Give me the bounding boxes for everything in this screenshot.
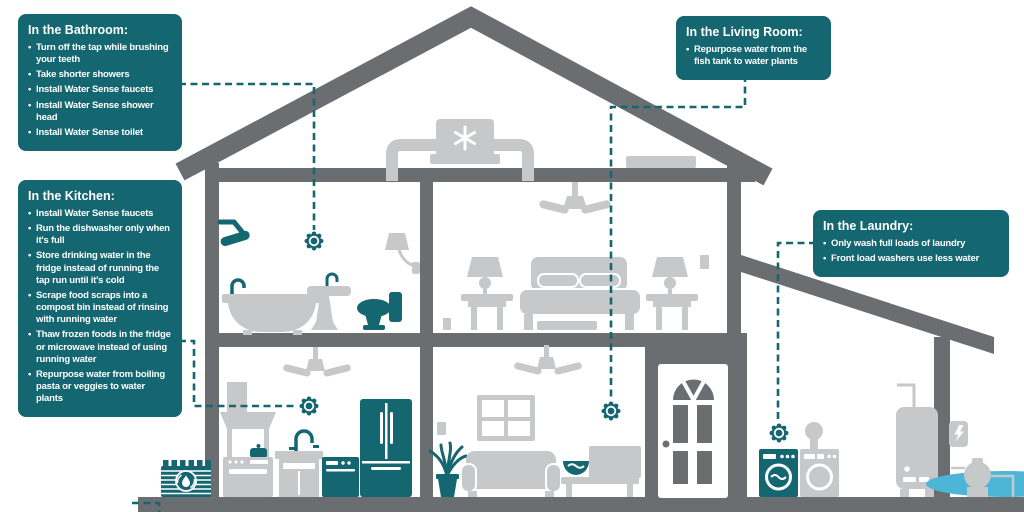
dishwasher <box>322 457 359 497</box>
tub-faucet <box>230 278 246 294</box>
second-floor-slab <box>205 333 747 347</box>
callout-living-room-title: In the Living Room: <box>686 25 803 39</box>
living-ceiling-fan <box>514 345 582 375</box>
top-load-washer <box>800 422 839 497</box>
tip-item: Store drinking water in the fridge inste… <box>28 250 172 286</box>
toilet <box>357 292 402 330</box>
tip-item: Take shorter showers <box>28 69 172 81</box>
tip-item: Install Water Sense shower head <box>28 100 172 124</box>
snowflake-icon <box>453 125 477 151</box>
tip-marker-laundry <box>768 422 790 444</box>
callout-kitchen-title: In the Kitchen: <box>28 189 115 203</box>
sink-faucet <box>325 272 339 286</box>
tv <box>589 446 641 478</box>
water-heater <box>896 383 938 497</box>
callout-kitchen-list: Install Water Sense faucets Run the dish… <box>28 208 172 405</box>
tip-marker-living-room <box>600 400 622 422</box>
connector-offscreen <box>132 501 161 512</box>
tip-item: Repurpose water from the fish tank to wa… <box>686 44 821 68</box>
callout-laundry-list: Only wash full loads of laundry Front lo… <box>823 238 999 265</box>
connector-living-room <box>609 75 747 400</box>
tip-marker-kitchen <box>298 395 320 417</box>
bedroom <box>443 182 709 330</box>
living-room <box>428 345 641 497</box>
kitchen-sink-counter <box>275 429 323 497</box>
lightning-bolt-icon <box>954 425 964 442</box>
connector-laundry <box>776 241 816 421</box>
tip-item: Only wash full loads of laundry <box>823 238 999 250</box>
callout-bathroom-title: In the Bathroom: <box>28 23 128 37</box>
nightstand-right <box>646 257 698 330</box>
kitchen-faucet <box>294 429 314 451</box>
nightstand-left <box>461 257 513 330</box>
bed <box>518 257 642 330</box>
bathroom-wall-lamp <box>385 233 420 274</box>
connectors <box>132 75 816 512</box>
kitchen-ceiling-fan <box>283 347 351 377</box>
stove-and-hood <box>220 382 276 497</box>
kitchen <box>220 347 412 497</box>
well-pump <box>951 458 1015 497</box>
right-wall-upper <box>727 166 741 347</box>
tip-item: Thaw frozen foods in the fridge or micro… <box>28 329 172 365</box>
tip-item: Scrape food scraps into a compost bin in… <box>28 290 172 326</box>
callout-laundry-title: In the Laundry: <box>823 219 914 233</box>
laundry-room <box>759 383 938 497</box>
callout-living-room: In the Living Room: Repurpose water from… <box>676 16 831 81</box>
attic-storage <box>626 156 696 168</box>
tip-item: Turn off the tap while brushing your tee… <box>28 42 172 66</box>
front-door <box>658 364 728 498</box>
left-wall <box>205 163 219 497</box>
potted-plant <box>428 441 468 497</box>
tip-item: Install Water Sense faucets <box>28 208 172 220</box>
upper-interior-wall <box>420 182 433 333</box>
bedroom-ceiling-fan <box>539 182 611 214</box>
tip-item: Install Water Sense toilet <box>28 127 172 139</box>
stove <box>223 457 273 497</box>
tip-item: Run the dishwasher only when it's full <box>28 223 172 247</box>
electric-meter <box>949 421 968 447</box>
tip-item: Repurpose water from boiling pasta or ve… <box>28 369 172 405</box>
fish-bowl <box>563 461 589 475</box>
cooking-pot <box>250 448 267 458</box>
outlet <box>443 318 451 330</box>
ground <box>138 497 1024 512</box>
connector-kitchen <box>179 339 297 408</box>
attic-floor <box>205 168 755 182</box>
tip-item: Front load washers use less water <box>823 253 999 265</box>
callout-living-room-list: Repurpose water from the fish tank to wa… <box>686 44 821 68</box>
door-knob <box>662 440 670 448</box>
callout-bathroom: In the Bathroom: Turn off the tap while … <box>18 14 182 152</box>
hvac-unit <box>386 119 534 181</box>
bathroom <box>217 219 420 335</box>
tip-marker-bathroom <box>303 230 325 252</box>
lamp-left <box>467 257 503 277</box>
outlet <box>700 255 709 269</box>
outlet <box>437 422 446 435</box>
rain-barrel <box>161 460 211 497</box>
tv-table <box>561 446 641 497</box>
callout-kitchen: In the Kitchen: Install Water Sense fauc… <box>18 180 182 418</box>
laundry-shed-roof <box>738 254 994 354</box>
bathtub <box>222 278 322 335</box>
couch <box>460 451 562 497</box>
connector-bathroom <box>179 82 316 230</box>
lamp-right <box>652 257 688 277</box>
pedestal-sink <box>307 272 351 330</box>
tip-item: Install Water Sense faucets <box>28 84 172 96</box>
duct-right <box>492 139 534 181</box>
duct-left <box>386 139 438 181</box>
front-load-washer <box>759 449 798 497</box>
refrigerator <box>360 399 412 497</box>
lower-interior-wall <box>420 347 433 497</box>
window <box>477 395 535 441</box>
callout-bathroom-list: Turn off the tap while brushing your tee… <box>28 42 172 139</box>
callout-laundry: In the Laundry: Only wash full loads of … <box>813 210 1009 278</box>
gable-roof <box>175 6 773 186</box>
shower-head-icon <box>217 219 250 247</box>
